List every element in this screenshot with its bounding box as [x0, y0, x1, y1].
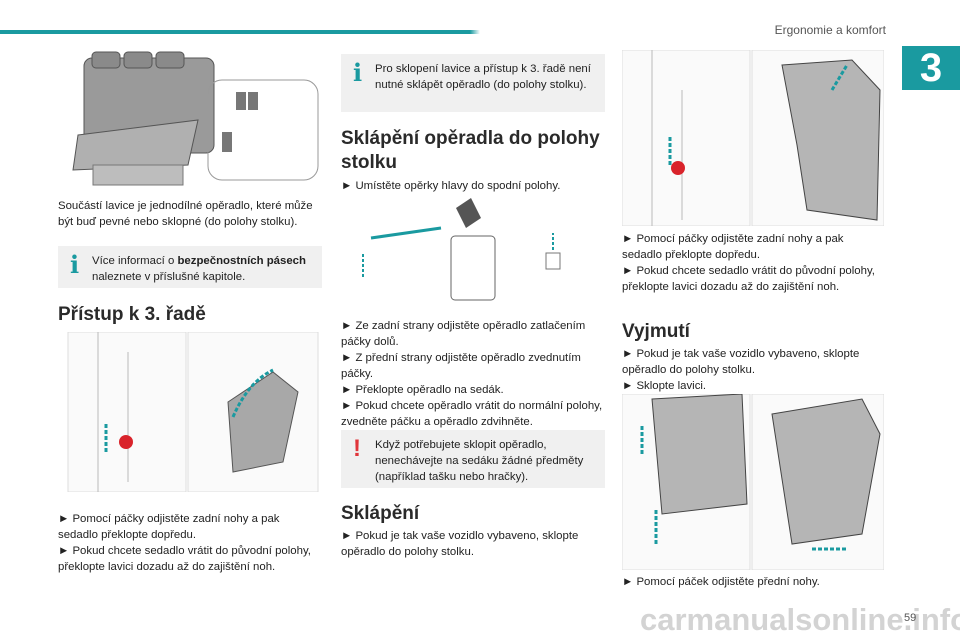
watermark: carmanualsonline.info: [640, 602, 960, 637]
bench-removal-illustration: [621, 393, 885, 571]
page-number: 59: [904, 612, 917, 624]
info-note-seatbelts: i Více informací o bezpečnostních pásech…: [58, 246, 322, 288]
info-icon: i: [353, 58, 363, 87]
heading-table-position: Sklápění opěradla do polohy stolku: [341, 128, 600, 173]
step-release-front: ► Z přední strany odjistěte opěradlo zve…: [341, 352, 581, 380]
chapter-number: 3: [902, 46, 960, 90]
heading-access-third-row: Přístup k 3. řadě: [58, 304, 206, 325]
backrest-release-illustration: [341, 198, 605, 304]
step-return-seat-2: ► Pokud chcete sedadlo vrátit do původní…: [622, 265, 875, 293]
step-fold-bench: ► Sklopte lavici.: [622, 380, 707, 392]
step-unlock-front-legs: ► Pomocí páček odjistěte přední nohy.: [622, 576, 820, 588]
note-bold-text: bezpečnostních pásech: [177, 255, 306, 267]
header-accent-fade: [470, 30, 480, 34]
bench-seat-illustration: [58, 50, 322, 190]
section-title: Ergonomie a komfort: [774, 23, 886, 37]
info-icon: i: [70, 250, 80, 279]
step-unlock-rear-legs: ► Pomocí páčky odjistěte zadní nohy a pa…: [58, 513, 280, 541]
heading-removal: Vyjmutí: [622, 321, 690, 342]
step-fold-table: ► Pokud je tak vaše vozidlo vybaveno, sk…: [341, 530, 579, 558]
warning-icon: !: [353, 435, 361, 462]
heading-folding: Sklápění: [341, 503, 420, 524]
seat-fold-illustration: [621, 49, 885, 227]
step-release-rear: ► Ze zadní strany odjistěte opěradlo zat…: [341, 320, 586, 348]
header-accent-bar: [0, 30, 470, 34]
info-note-third-row: i Pro sklopení lavice a přístup k 3. řad…: [341, 54, 605, 112]
step-return-seat: ► Pokud chcete sedadlo vrátit do původní…: [58, 545, 311, 573]
intro-text: Součástí lavice je jednodílné opěradlo, …: [58, 200, 313, 228]
step-fold-backrest: ► Překlopte opěradlo na sedák.: [341, 384, 504, 396]
step-headrests: ► Umístěte opěrky hlavy do spodní polohy…: [341, 180, 561, 192]
step-unlock-rear-legs-2: ► Pomocí páčky odjistěte zadní nohy a pa…: [622, 233, 844, 261]
step-fold-table-2: ► Pokud je tak vaše vozidlo vybaveno, sk…: [622, 348, 860, 376]
step-restore-backrest: ► Pokud chcete opěradlo vrátit do normál…: [341, 400, 603, 428]
seat-tilt-illustration: [58, 331, 322, 493]
warning-note: ! Když potřebujete sklopit opěradlo, nen…: [341, 430, 605, 488]
